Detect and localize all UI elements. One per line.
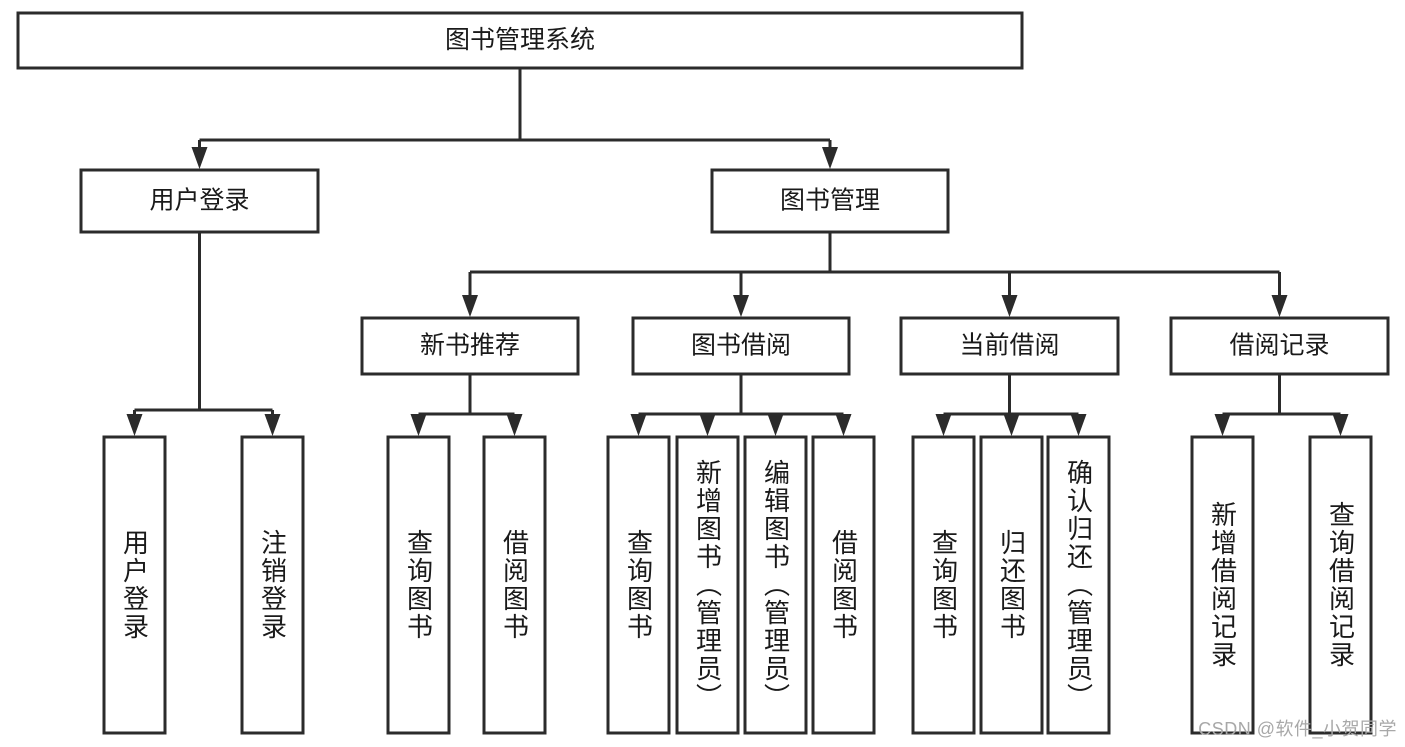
node-label-root: 图书管理系统 (445, 26, 595, 54)
node-box-leaf-5[interactable] (675, 435, 740, 735)
node-label-l3-借阅记录: 借阅记录 (1229, 332, 1329, 360)
node-box-leaf-9[interactable] (979, 435, 1044, 735)
arrow-图书借阅-to-leaf-1 (699, 414, 716, 436)
arrow-新书推荐-to-leaf-1 (506, 414, 523, 436)
node-box-leaf-0[interactable] (102, 435, 167, 735)
arrow-当前借阅-to-leaf-1 (1003, 414, 1020, 436)
node-label-l3-当前借阅: 当前借阅 (959, 332, 1059, 360)
arrow-图书借阅-to-leaf-3 (835, 414, 852, 436)
node-box-leaf-11[interactable] (1190, 435, 1255, 735)
watermark-text: CSDN @软件_小贺同学 (1198, 719, 1397, 739)
arrow-当前借阅-to-leaf-0 (935, 414, 952, 436)
node-label-l3-图书借阅: 图书借阅 (691, 332, 791, 360)
arrow-用户登录-to-leaf-0 (126, 414, 143, 436)
node-box-root[interactable] (16, 11, 1024, 70)
arrow-图书借阅-to-leaf-2 (767, 414, 784, 436)
node-box-l3-图书借阅[interactable] (631, 316, 851, 376)
node-box-leaf-2[interactable] (386, 435, 451, 735)
node-label-l2-图书管理: 图书管理 (780, 187, 880, 215)
node-box-leaf-6[interactable] (743, 435, 808, 735)
node-box-l2-用户登录[interactable] (79, 168, 320, 234)
node-box-leaf-3[interactable] (482, 435, 547, 735)
node-label-l3-新书推荐: 新书推荐 (420, 332, 520, 360)
node-label-l2-用户登录: 用户登录 (149, 187, 249, 215)
arrow-l2-to-l3-3 (1271, 295, 1288, 317)
node-box-leaf-7[interactable] (811, 435, 876, 735)
node-box-leaf-1[interactable] (240, 435, 305, 735)
node-box-l2-图书管理[interactable] (710, 168, 950, 234)
arrow-图书借阅-to-leaf-0 (630, 414, 647, 436)
arrow-借阅记录-to-leaf-1 (1332, 414, 1349, 436)
node-box-l3-借阅记录[interactable] (1169, 316, 1390, 376)
node-box-leaf-10[interactable] (1046, 435, 1111, 735)
arrow-l2-to-l3-2 (1001, 295, 1018, 317)
arrow-l2-to-l3-0 (462, 295, 478, 317)
node-box-leaf-4[interactable] (606, 435, 671, 735)
arrow-借阅记录-to-leaf-0 (1214, 414, 1231, 436)
node-box-l3-新书推荐[interactable] (360, 316, 580, 376)
arrow-root-to-l2-0 (191, 147, 208, 169)
arrow-新书推荐-to-leaf-0 (410, 414, 427, 436)
arrow-当前借阅-to-leaf-2 (1070, 414, 1087, 436)
node-box-layer (16, 11, 1390, 735)
node-box-l3-当前借阅[interactable] (899, 316, 1120, 376)
arrow-l2-to-l3-1 (733, 295, 749, 317)
node-box-leaf-8[interactable] (911, 435, 976, 735)
connector-layer (126, 68, 1349, 436)
node-box-leaf-12[interactable] (1308, 435, 1373, 735)
arrow-root-to-l2-1 (822, 147, 838, 169)
arrow-用户登录-to-leaf-1 (264, 414, 281, 436)
